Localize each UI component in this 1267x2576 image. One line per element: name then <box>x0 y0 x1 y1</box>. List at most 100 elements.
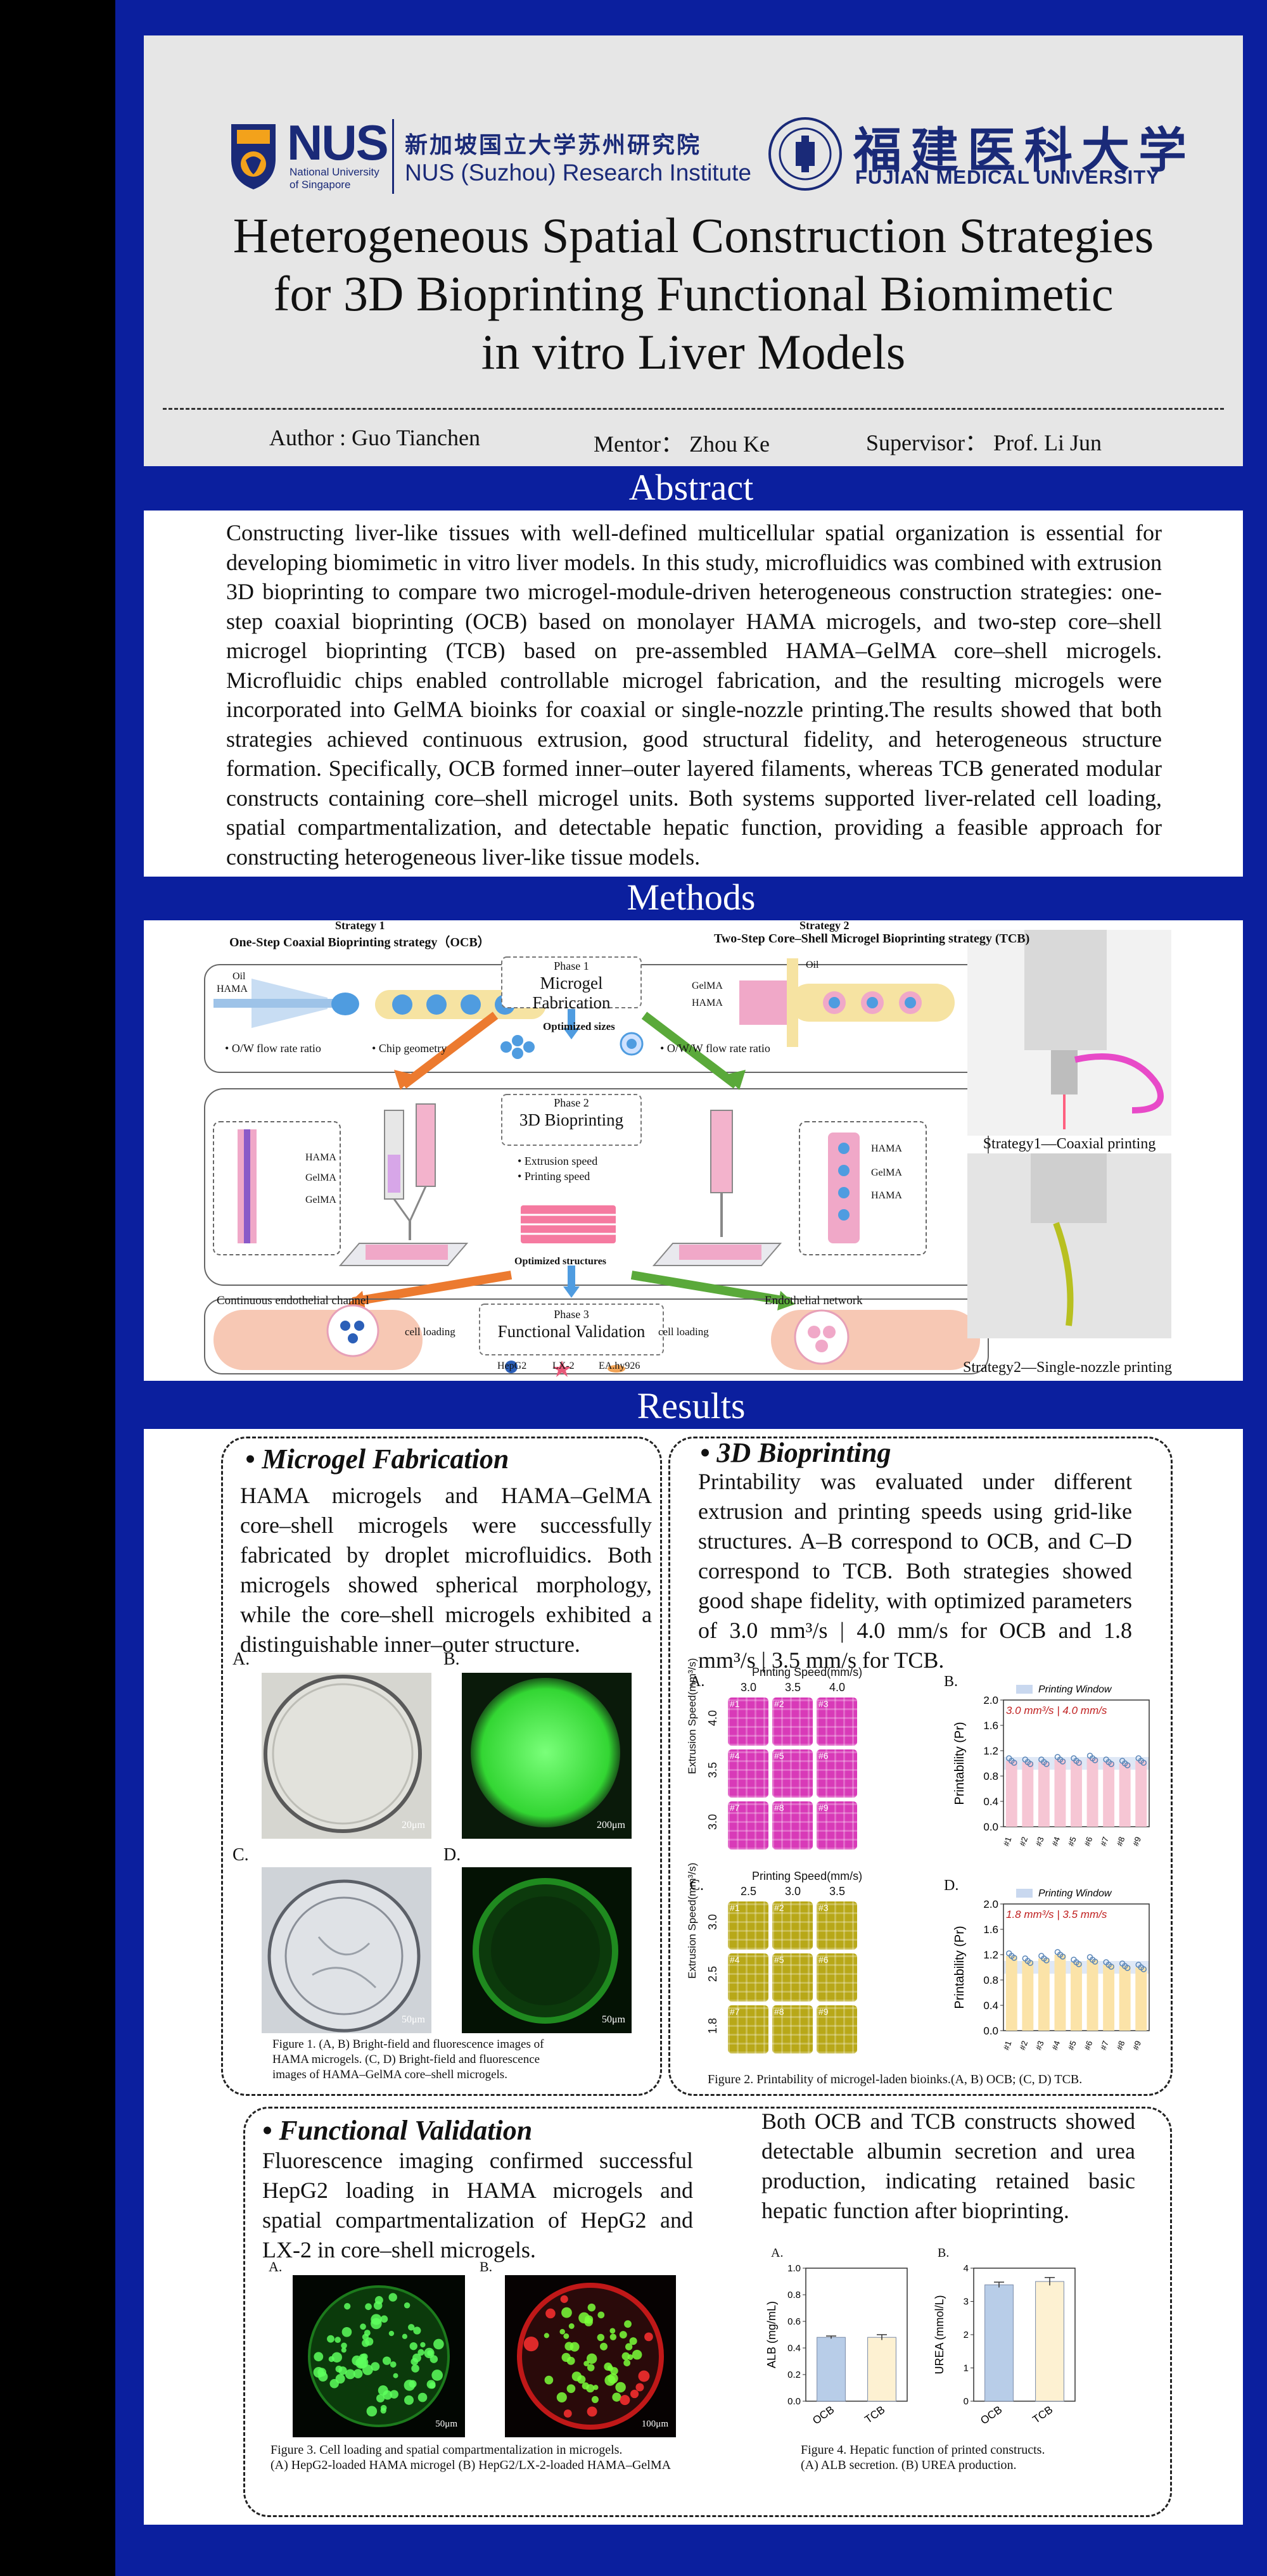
label-hama-left: HAMA <box>217 984 248 994</box>
data-point <box>1057 1756 1064 1763</box>
hepg2-cell <box>587 2364 595 2371</box>
fig3-image-b: 100μm <box>505 2275 676 2437</box>
chip-left-droplet <box>331 993 359 1015</box>
lx2-cell <box>620 2395 630 2406</box>
grid-row-label: 4.0 <box>706 1710 720 1727</box>
abstract-section-title: Abstract <box>628 467 754 508</box>
hepg2-cell <box>374 2296 383 2305</box>
hepg2-cell <box>318 2371 328 2382</box>
y-tick-label: 0.0 <box>983 1821 998 1833</box>
grid-tile: #6 <box>817 1953 857 2002</box>
hepg2-cell <box>587 2303 596 2312</box>
y-tick-label: 0.4 <box>983 1796 998 1808</box>
phase3-number: Phase 3 <box>554 1308 589 1321</box>
bar <box>1054 1760 1066 1827</box>
bar <box>1119 1763 1131 1827</box>
hepg2-cell <box>627 2354 634 2360</box>
hepg2-cell <box>335 2374 345 2384</box>
legend-label: Printing Window <box>1038 1684 1112 1695</box>
fig1-label-c: C. <box>232 1845 249 1865</box>
bar <box>1103 1762 1115 1827</box>
label-hama-r2: HAMA <box>871 1143 902 1154</box>
grid-tile: #7 <box>728 2005 768 2053</box>
y-tick-label: 0 <box>964 2396 969 2407</box>
x-tick-label: OCB <box>978 2404 1004 2427</box>
y-tick-label: 2.0 <box>983 1694 998 1706</box>
abstract-text: Constructing liver-like tissues with wel… <box>226 520 1162 870</box>
hepg2-cell <box>612 2392 621 2402</box>
hepg2-cell <box>388 2293 397 2302</box>
y-tick-label: 0.2 <box>787 2370 801 2380</box>
tile-id: #5 <box>774 1751 784 1761</box>
printing-speed-text: Printing speed <box>524 1170 590 1183</box>
hepg2-cell <box>610 2367 618 2375</box>
hepg2-cell <box>409 2342 417 2351</box>
strategy2-number: Strategy 2 <box>799 919 850 932</box>
data-point <box>1138 1964 1144 1970</box>
tile-id: #1 <box>730 1699 740 1709</box>
hepg2-cell <box>393 2373 398 2378</box>
label-oil-right: Oil <box>806 960 819 970</box>
fig1-caption-line2: HAMA microgels. (C, D) Bright-field and … <box>272 2053 540 2066</box>
hepg2-cell <box>376 2394 385 2403</box>
x-tick-label: #6 <box>1082 2040 1094 2052</box>
data-point <box>1041 1759 1047 1765</box>
x-tick-label: #7 <box>1098 1836 1111 1848</box>
hepg2-cell <box>586 2353 597 2364</box>
data-point <box>1105 1759 1112 1765</box>
hepg2-cell <box>604 2375 616 2386</box>
grid-tile: #9 <box>817 2005 857 2053</box>
ow-ratio-text: O/W flow rate ratio <box>231 1042 321 1055</box>
data-point <box>1073 1959 1079 1965</box>
legend-swatch <box>1016 1889 1033 1898</box>
annotation: 1.8 mm³/s | 3.5 mm/s <box>1006 1908 1107 1920</box>
fig1-caption-line3: images of HAMA–GelMA core–shell microgel… <box>272 2068 507 2081</box>
lx2-cell <box>587 2406 597 2417</box>
printing-speed-item: • Printing speed <box>518 1170 590 1183</box>
bar <box>1038 1762 1050 1827</box>
left-black-strip <box>0 0 115 2576</box>
data-point <box>1121 1963 1128 1969</box>
lx2-cell <box>635 2383 644 2392</box>
tile-id: #4 <box>730 1955 740 1965</box>
hepg2-cell <box>577 2375 586 2384</box>
label-hama-l2: HAMA <box>305 1152 336 1163</box>
poster-header: NUS National University of Singapore 新加坡… <box>144 35 1243 466</box>
x-tick-label: #4 <box>1050 1836 1062 1848</box>
x-tick-label: #2 <box>1017 2040 1029 2052</box>
cs-core-3 <box>905 997 916 1008</box>
hepg2-cell <box>593 2385 599 2390</box>
grid-row-label: 3.0 <box>706 1913 720 1931</box>
strategy1-name: One-Step Coaxial Bioprinting strategy（OC… <box>229 936 490 949</box>
results-panel: • Microgel Fabrication HAMA microgels an… <box>144 1429 1243 2525</box>
strategy2-name: Two-Step Core–Shell Microgel Bioprinting… <box>714 932 1030 946</box>
hepg2-cell <box>568 2323 575 2329</box>
hepg2-cell <box>427 2350 433 2356</box>
hepg2-cell <box>331 2352 342 2363</box>
tile-id: #9 <box>818 1803 829 1813</box>
bioprint-box <box>668 1437 1173 2096</box>
y-axis-label: ALB (mg/mL) <box>765 2301 778 2368</box>
hepg2-cell <box>609 2328 616 2334</box>
tile-id: #7 <box>730 2007 740 2017</box>
hepg2-cell <box>544 2375 554 2385</box>
lx2-label: LX-2 <box>552 1361 575 1371</box>
tile-id: #8 <box>774 2007 784 2017</box>
grid-tile: #9 <box>817 1801 857 1850</box>
y-tick-label: 0.4 <box>983 2000 998 2012</box>
label-hama-right: HAMA <box>692 998 723 1008</box>
hepg2-cell <box>365 2303 372 2311</box>
chip-left-inlet <box>213 999 340 1008</box>
function-text: Both OCB and TCB constructs showed detec… <box>761 2109 1135 2223</box>
fig2-caption: Figure 2. Printability of microgel-laden… <box>708 2072 1083 2086</box>
photo1-caption: Strategy1—Coaxial printing <box>983 1136 1156 1152</box>
fig3-label-b: B. <box>480 2259 493 2275</box>
printability-chart-tcb: 0.00.40.81.21.62.0#1#2#3#4#5#6#7#8#9Prin… <box>953 1888 1150 2052</box>
scale-bar-b: 200μm <box>596 1820 625 1830</box>
hepg2-cell <box>619 2331 627 2339</box>
hepg2-cell <box>417 2349 424 2356</box>
bar <box>1071 1962 1082 2031</box>
hepg2-cell <box>390 2390 398 2399</box>
bar <box>1005 1956 1017 2031</box>
droplet-3 <box>461 994 481 1015</box>
